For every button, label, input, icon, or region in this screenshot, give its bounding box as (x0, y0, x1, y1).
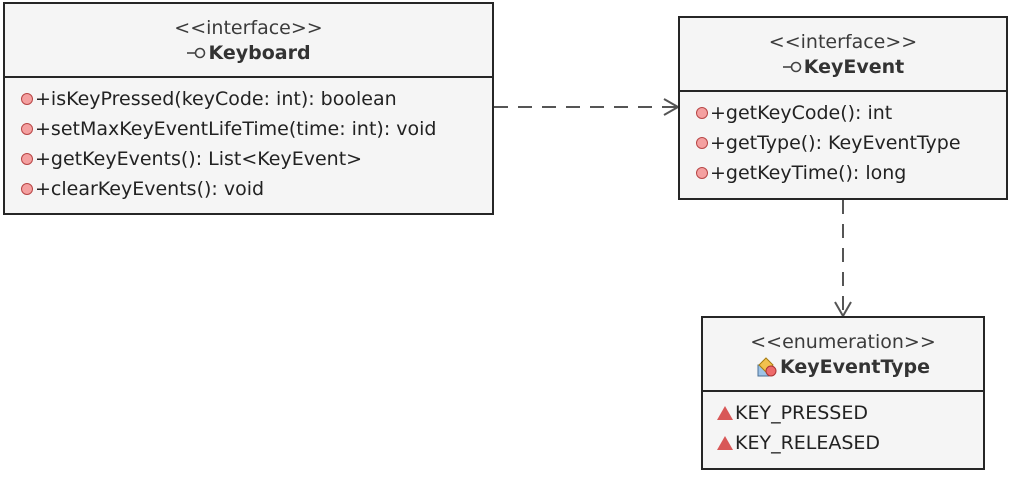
method-signature: +getKeyTime(): long (710, 162, 907, 184)
class-title: Keyboard (5, 40, 492, 66)
public-method-icon (696, 107, 708, 119)
stereotype-label: <<interface>> (174, 17, 323, 39)
enum-literal: KEY_PRESSED (735, 402, 868, 424)
class-header: <<interface>> KeyEvent (680, 18, 1006, 92)
enumeration-icon (757, 357, 777, 377)
public-method-icon (21, 123, 33, 135)
stereotype-label: <<interface>> (768, 31, 918, 53)
enum-keyeventtype[interactable]: <<enumeration>> KeyEventType KEY_PRESSED… (701, 316, 985, 470)
method-signature: +isKeyPressed(keyCode: int): boolean (35, 88, 397, 110)
public-method-icon (696, 137, 708, 149)
method-row: +getType(): KeyEventType (696, 128, 1006, 158)
public-method-icon (21, 93, 33, 105)
stereotype-label: <<enumeration>> (750, 331, 936, 353)
class-keyevent[interactable]: <<interface>> KeyEvent +getKeyCode(): in… (678, 16, 1008, 200)
public-method-icon (696, 167, 708, 179)
public-method-icon (21, 153, 33, 165)
member-list: +getKeyCode(): int +getType(): KeyEventT… (680, 92, 1006, 188)
method-row: +clearKeyEvents(): void (21, 174, 492, 204)
edge-keyevent-keyeventtype (834, 200, 852, 319)
enum-literal-icon (717, 436, 733, 450)
method-row: +isKeyPressed(keyCode: int): boolean (21, 84, 492, 114)
class-name: Keyboard (208, 42, 311, 64)
edge-keyboard-keyevent (494, 98, 681, 116)
interface-icon (782, 61, 802, 73)
enum-literal-row: KEY_PRESSED (717, 398, 983, 428)
method-signature: +getType(): KeyEventType (710, 132, 961, 154)
class-keyboard[interactable]: <<interface>> Keyboard +isKeyPressed(key… (3, 2, 494, 215)
enum-literal: KEY_RELEASED (735, 432, 881, 454)
public-method-icon (21, 183, 33, 195)
method-row: +getKeyTime(): long (696, 158, 1006, 188)
method-row: +setMaxKeyEventLifeTime(time: int): void (21, 114, 492, 144)
enum-literal-row: KEY_RELEASED (717, 428, 983, 458)
interface-icon (187, 47, 206, 59)
enum-literal-icon (717, 406, 733, 420)
method-signature: +getKeyEvents(): List<KeyEvent> (35, 148, 363, 170)
member-list: +isKeyPressed(keyCode: int): boolean +se… (5, 78, 492, 204)
class-header: <<interface>> Keyboard (5, 4, 492, 78)
class-name: KeyEvent (803, 56, 905, 78)
class-header: <<enumeration>> KeyEventType (703, 318, 983, 392)
class-name: KeyEventType (779, 356, 931, 378)
method-row: +getKeyEvents(): List<KeyEvent> (21, 144, 492, 174)
method-signature: +setMaxKeyEventLifeTime(time: int): void (35, 118, 437, 140)
class-title: KeyEventType (703, 354, 983, 380)
class-title: KeyEvent (680, 54, 1006, 80)
literal-list: KEY_PRESSED KEY_RELEASED (703, 392, 983, 458)
method-row: +getKeyCode(): int (696, 98, 1006, 128)
method-signature: +getKeyCode(): int (710, 102, 893, 124)
method-signature: +clearKeyEvents(): void (35, 178, 265, 200)
